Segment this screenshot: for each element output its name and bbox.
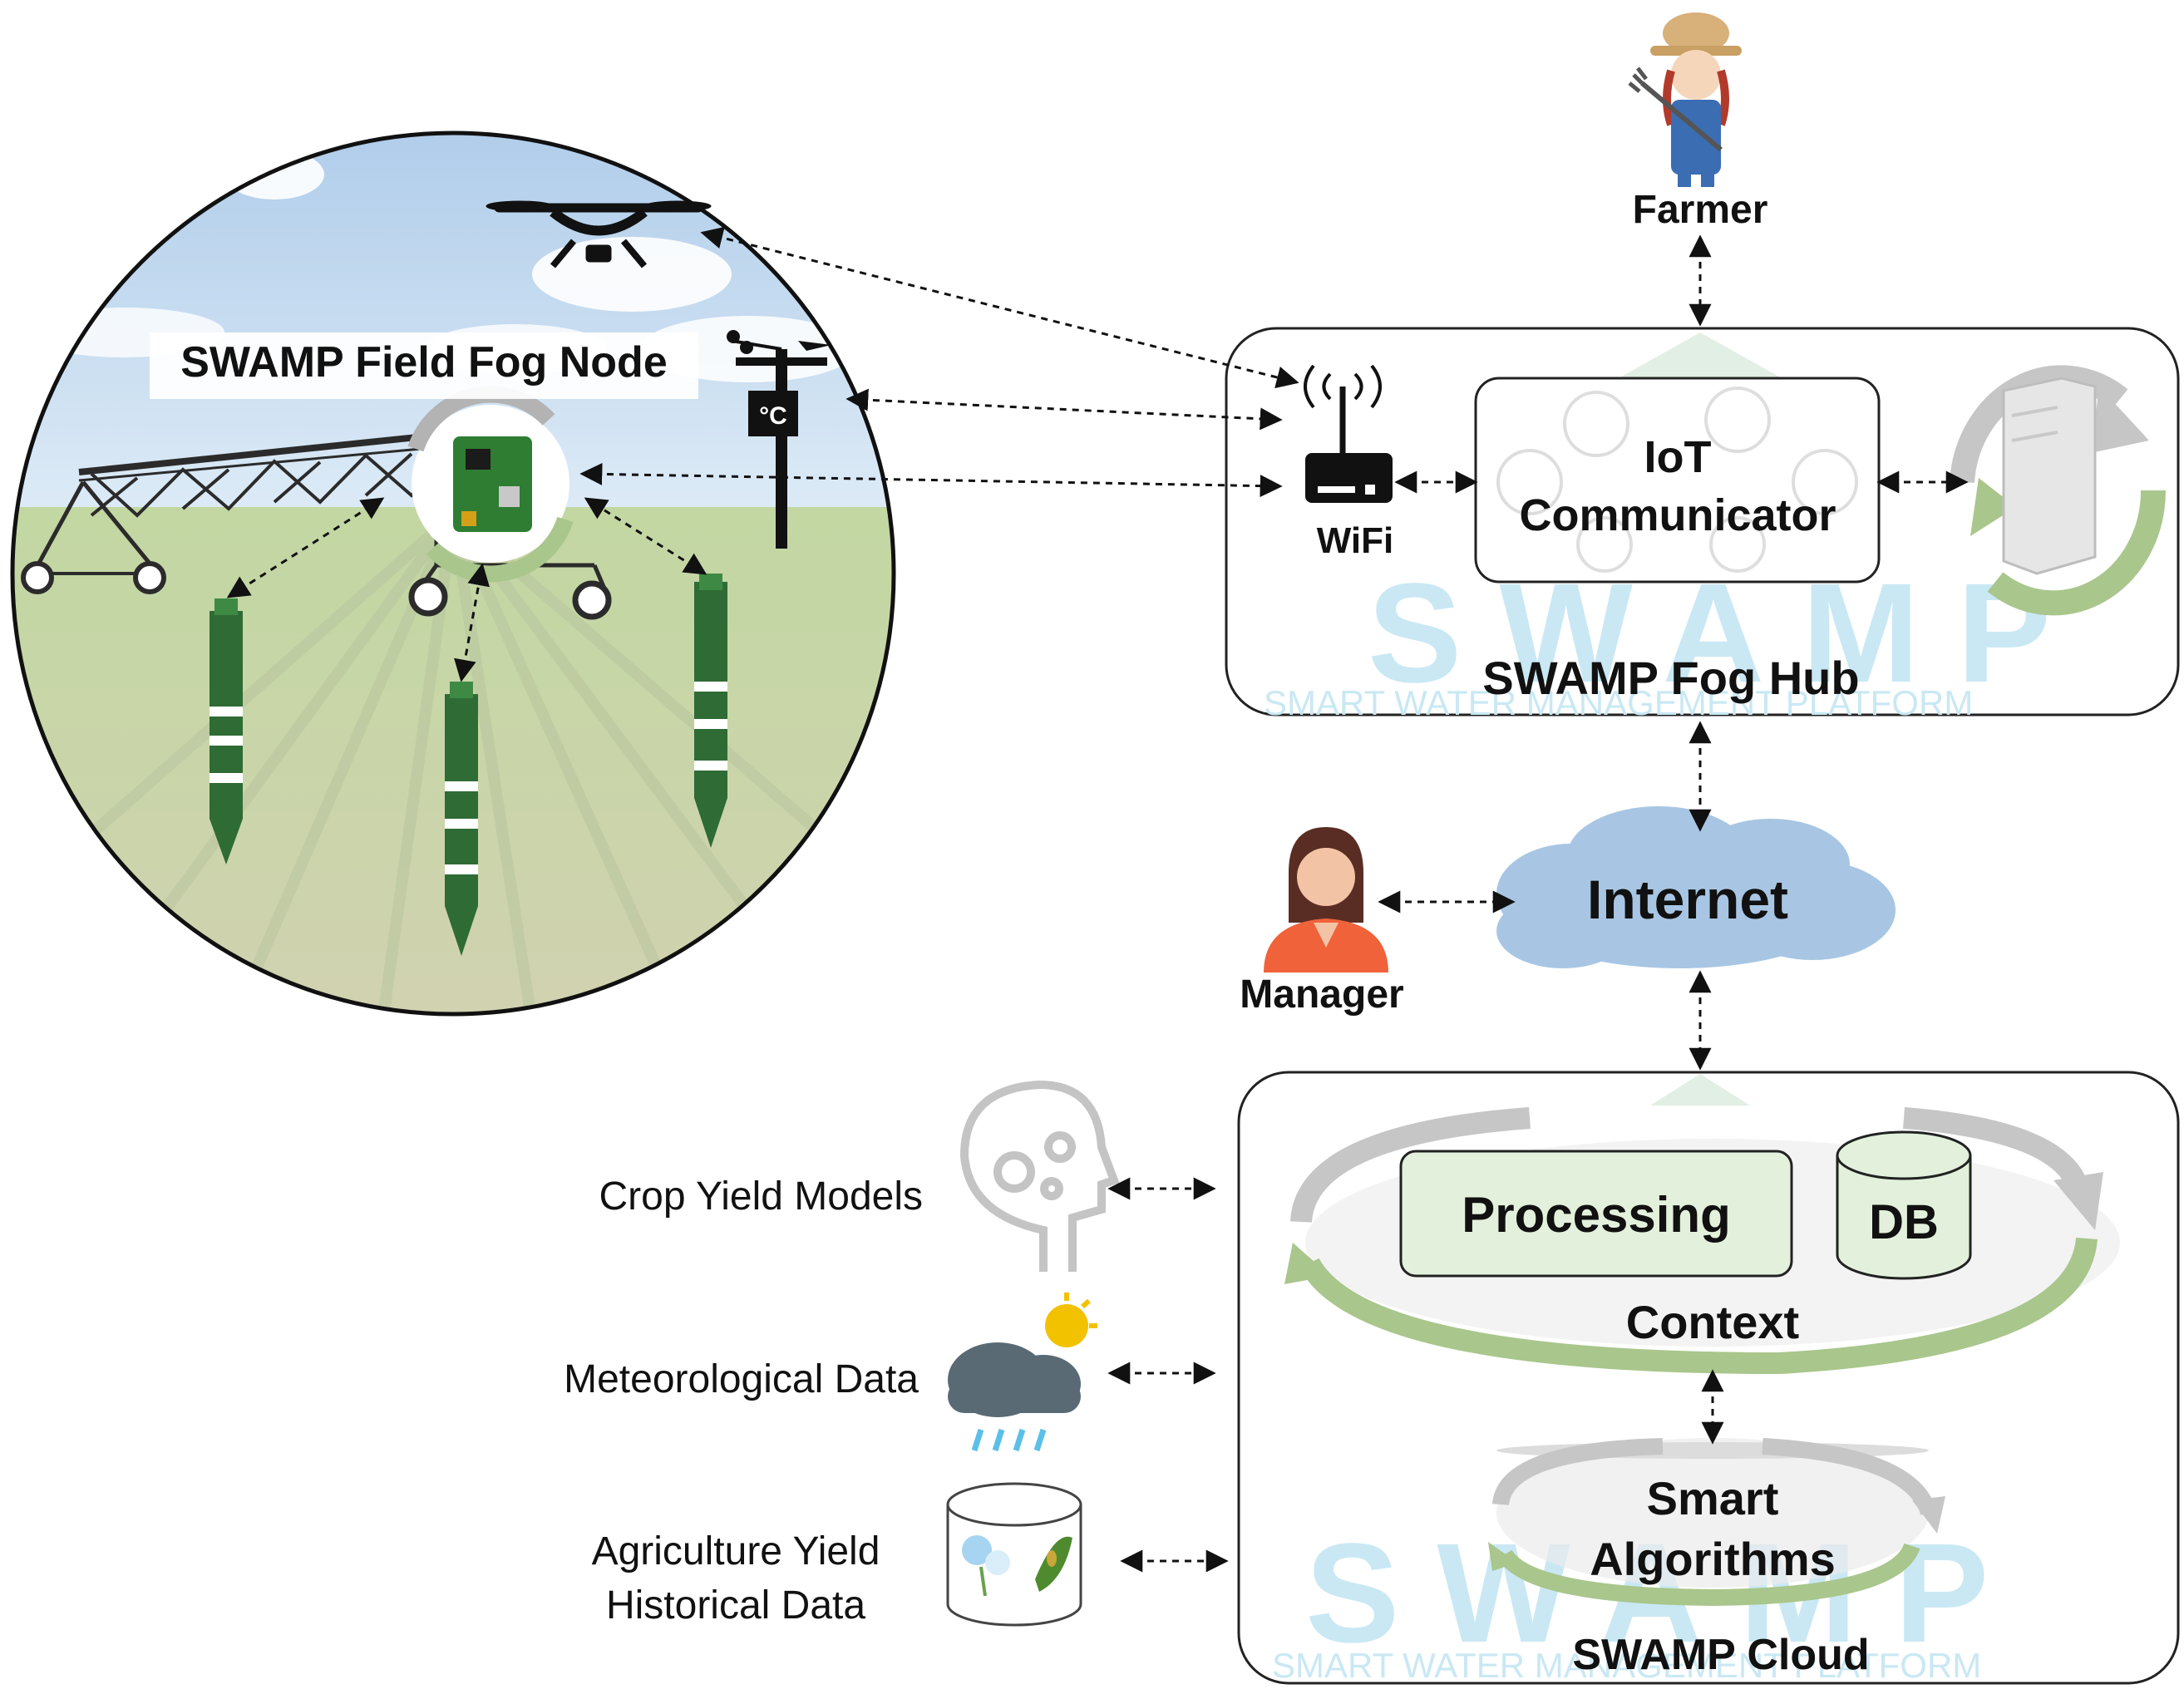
meteo-label: Meteorological Data: [564, 1357, 919, 1401]
smart-algorithms-cycle: [1488, 1438, 1945, 1607]
farmer-label: Farmer: [1633, 188, 1768, 232]
db-label: DB: [1869, 1195, 1939, 1249]
smart-algorithms-line2: Algorithms: [1590, 1533, 1836, 1585]
processing-box: [1399, 1150, 1793, 1278]
field-fog-node-title: SWAMP Field Fog Node: [180, 338, 667, 387]
farmer-icon: [1628, 12, 1742, 187]
db-cylinder: [1836, 1130, 1972, 1280]
drone-icon: [486, 200, 712, 268]
soil-probe-icon: [210, 574, 727, 956]
connectors: [226, 226, 1969, 1573]
agri-label-line2: Historical Data: [606, 1583, 865, 1628]
wifi-label: WiFi: [1317, 520, 1393, 561]
iot-watermark-icons: [1496, 387, 1858, 573]
iot-label-line1: IoT: [1644, 432, 1712, 482]
cloud-title: SWAMP Cloud: [1572, 1631, 1869, 1679]
field-fog-node: °C: [10, 130, 896, 1017]
manager-icon: [1264, 827, 1388, 973]
smart-algorithms-line1: Smart: [1647, 1472, 1779, 1524]
fog-hub-box: SWAMP SMART WATER MANAGEMENT PLATFORM Wi…: [1225, 327, 2180, 722]
rain-cloud-sun-icon: [948, 1293, 1097, 1452]
database-plants-icon: [946, 1482, 1082, 1627]
context-label: Context: [1626, 1296, 1799, 1348]
server-icon: [1950, 365, 2167, 616]
internet-label: Internet: [1587, 869, 1788, 930]
manager-label: Manager: [1240, 973, 1403, 1017]
pivot-irrigation-icon: [21, 429, 612, 620]
thermometer-unit: °C: [759, 402, 787, 430]
crop-models-label: Crop Yield Models: [599, 1174, 923, 1219]
wifi-router-icon: [1304, 364, 1393, 503]
iot-label-line2: Communicator: [1519, 490, 1836, 540]
watermark-tagline-hub: SMART WATER MANAGEMENT PLATFORM: [1264, 683, 1973, 722]
cloud-box: SWAMP SMART WATER MANAGEMENT PLATFORM Pr…: [1237, 1071, 2180, 1685]
head-gears-icon: [959, 1080, 1120, 1272]
processing-label: Processing: [1462, 1187, 1730, 1243]
fog-hub-title: SWAMP Fog Hub: [1482, 652, 1859, 704]
agri-label-line1: Agriculture Yield: [592, 1529, 880, 1573]
watermark-tagline-cloud: SMART WATER MANAGEMENT PLATFORM: [1272, 1646, 1981, 1685]
raspberry-pi-icon: [407, 386, 574, 583]
